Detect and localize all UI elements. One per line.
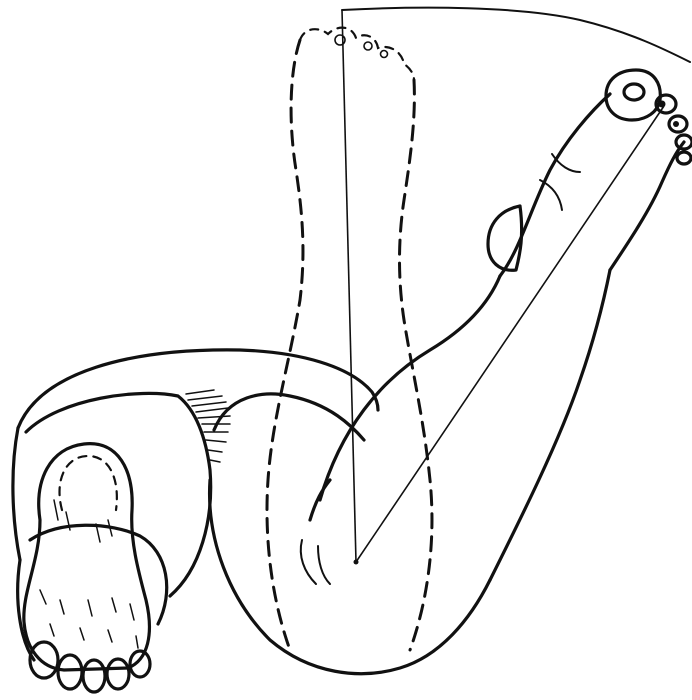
vertical-reference-line bbox=[342, 10, 356, 562]
lying-thigh-outline bbox=[13, 350, 378, 596]
angle-arc-line bbox=[342, 8, 690, 62]
flexed-leg-outline bbox=[301, 270, 610, 584]
plantar-foot bbox=[24, 444, 150, 692]
angle-measurement bbox=[342, 8, 690, 565]
flexed-foot bbox=[488, 70, 692, 276]
straight-leg-dashed-outline bbox=[267, 28, 432, 650]
knee-vertex-marker bbox=[354, 560, 359, 565]
leg-axis-line bbox=[356, 106, 664, 562]
flexed-thigh-outline bbox=[210, 394, 490, 674]
